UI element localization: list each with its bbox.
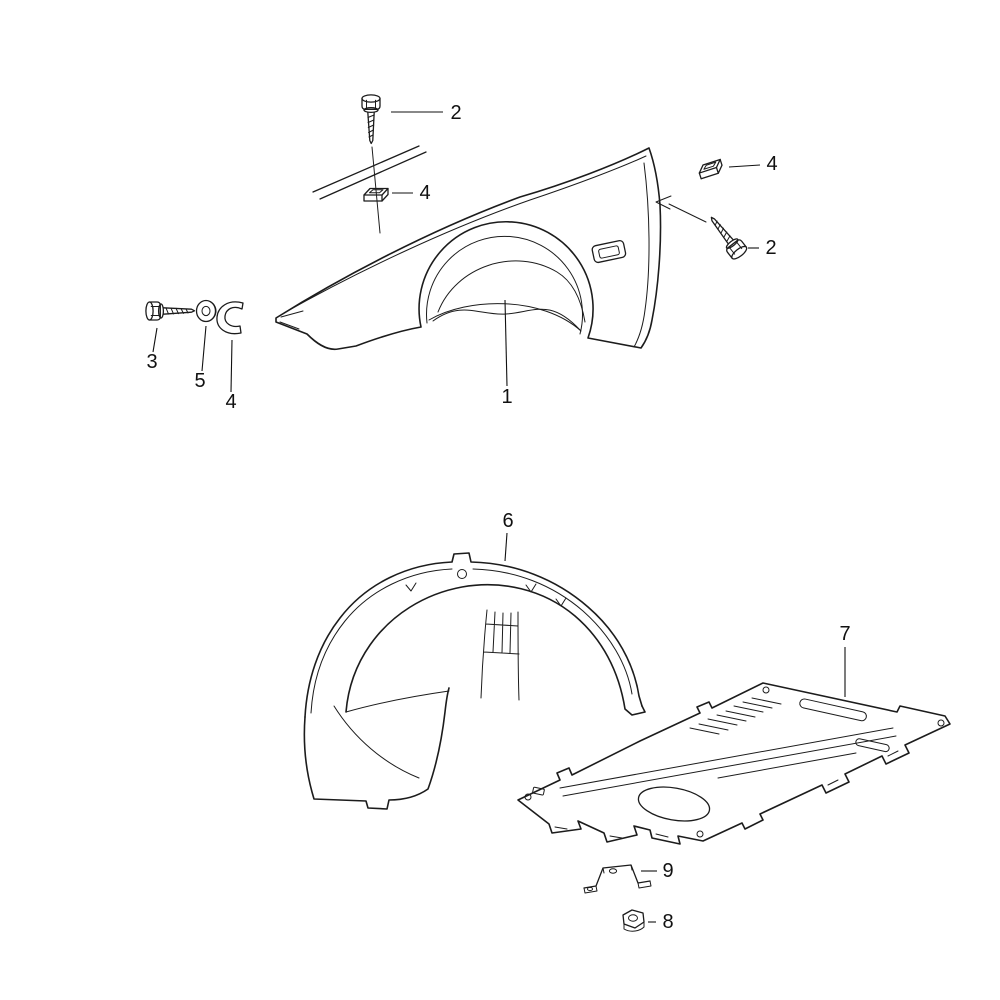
part-number-clip-left: 4 bbox=[225, 391, 236, 413]
part-number-nut: 8 bbox=[662, 911, 673, 933]
fender-drawing bbox=[275, 147, 662, 351]
clip-left-drawing bbox=[216, 301, 244, 335]
wheel-liner-drawing bbox=[303, 552, 646, 810]
part-number-screw-right: 2 bbox=[765, 237, 776, 259]
leader-line-wheel-arch-liner bbox=[504, 532, 508, 562]
hood-flange-lines bbox=[312, 145, 427, 200]
bracket-drawing bbox=[583, 864, 652, 894]
screw-right-drawing bbox=[703, 211, 750, 262]
washer-drawing bbox=[195, 299, 217, 323]
leader-line-clip-top-right bbox=[728, 164, 761, 168]
fender-assembly bbox=[145, 94, 750, 351]
leader-line-front-fender bbox=[504, 299, 508, 387]
part-number-screw-left: 3 bbox=[146, 351, 157, 373]
leader-line-screw-left bbox=[152, 327, 158, 353]
underbody-panel-drawing bbox=[517, 682, 951, 845]
part-number-underbody-panel: 7 bbox=[839, 623, 850, 645]
clip-top-right-drawing bbox=[696, 158, 725, 180]
liner-mount-hole bbox=[457, 569, 467, 579]
leader-line-clip-left bbox=[230, 339, 233, 393]
side-marker-lamp bbox=[591, 239, 627, 264]
panel-cutout bbox=[637, 786, 711, 822]
part-number-clip-top-right: 4 bbox=[766, 153, 777, 175]
part-number-wheel-arch-liner: 6 bbox=[502, 510, 513, 532]
part-number-screw-top: 2 bbox=[450, 102, 461, 124]
part-number-front-fender: 1 bbox=[501, 386, 512, 408]
part-number-washer: 5 bbox=[194, 370, 205, 392]
direction-arrow-icon bbox=[655, 195, 672, 210]
part-number-clip-top-middle: 4 bbox=[419, 182, 430, 204]
leader-line-washer bbox=[201, 325, 207, 372]
part-number-bracket: 9 bbox=[662, 860, 673, 882]
screw-left-drawing bbox=[145, 301, 196, 321]
pointer-line bbox=[668, 203, 707, 223]
nut-drawing bbox=[622, 909, 645, 932]
screw-top-drawing bbox=[361, 94, 381, 145]
